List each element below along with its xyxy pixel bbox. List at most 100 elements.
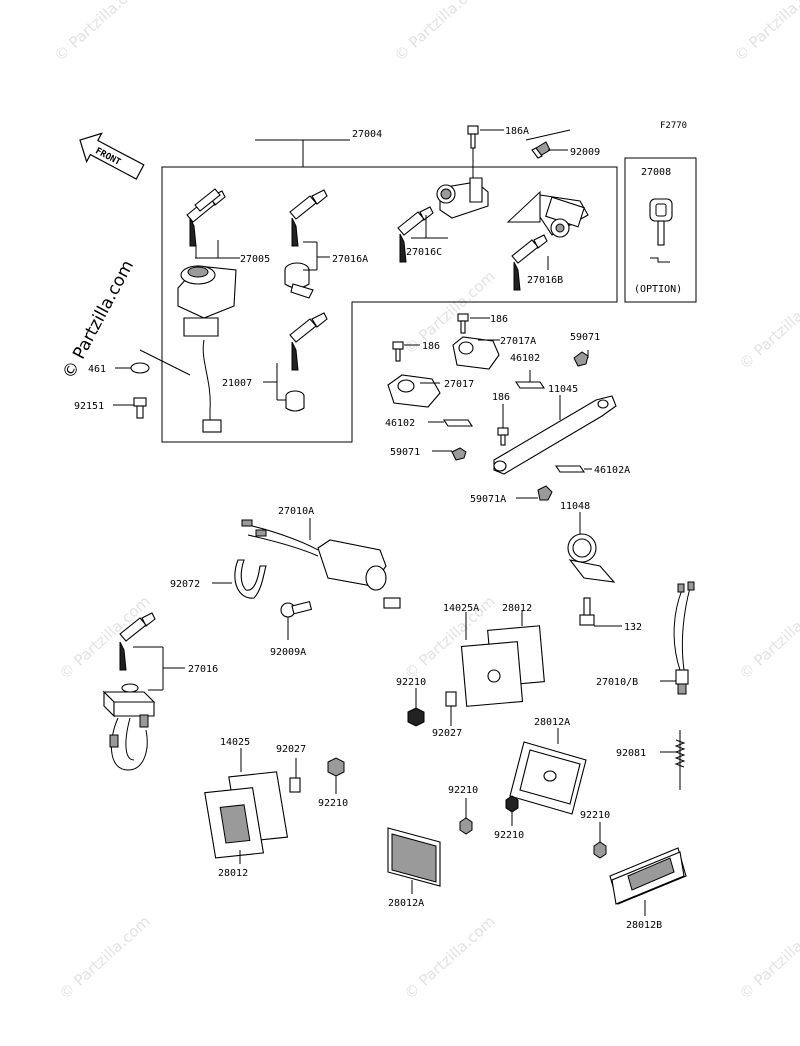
label-59071-b: 59071	[390, 447, 420, 458]
figure-code: F2770	[660, 121, 687, 131]
nut-icon	[593, 841, 607, 859]
long-bracket-icon	[493, 395, 617, 475]
front-arrow-icon: FRONT	[79, 132, 145, 180]
label-27008: 27008	[641, 167, 671, 178]
reflector-icon	[204, 771, 289, 859]
watermark-text: © Partzilla.com	[736, 592, 800, 683]
key-icon	[289, 312, 328, 371]
label-27004: 27004	[352, 129, 382, 140]
screw-icon	[280, 600, 313, 618]
switch-assembly-icon	[241, 519, 401, 609]
key-icon	[186, 188, 226, 247]
bolt-icon	[579, 597, 595, 626]
helmet-lock-icon	[539, 194, 589, 238]
label-186-b: 186	[422, 341, 440, 352]
label-21007: 21007	[222, 378, 252, 389]
switch-lead-icon	[673, 581, 695, 695]
label-92027-a: 92027	[432, 728, 462, 739]
label-92009A: 92009A	[270, 647, 306, 658]
watermark-text: © Partzilla.com	[51, 0, 149, 65]
watermark-text: © Partzilla.com	[731, 0, 800, 65]
reflector-icon	[609, 847, 687, 905]
nut-icon	[459, 817, 473, 835]
label-11048: 11048	[560, 501, 590, 512]
watermark-text: © Partzilla.com	[56, 912, 154, 1003]
label-27016C: 27016C	[406, 247, 442, 258]
reflector-icon	[460, 625, 545, 707]
key-icon	[511, 234, 548, 291]
spacer-icon	[445, 691, 457, 707]
label-28012B: 28012B	[626, 920, 662, 931]
watermark-text: © Partzilla.com	[401, 912, 499, 1003]
label-59071-a: 59071	[570, 332, 600, 343]
key-icon	[397, 206, 434, 263]
screw-icon	[531, 141, 551, 159]
label-92210-c: 92210	[318, 798, 348, 809]
label-92210-d: 92210	[494, 830, 524, 841]
washer-icon	[130, 362, 150, 374]
watermark-text: © Partzilla.com	[391, 0, 489, 65]
key-icon	[289, 189, 328, 247]
label-14025A: 14025A	[443, 603, 479, 614]
bolt-icon	[467, 125, 479, 149]
label-92210-a: 92210	[396, 677, 426, 688]
option-box	[624, 157, 697, 303]
spring-icon	[674, 730, 686, 790]
label-46102-a: 46102	[510, 353, 540, 364]
watermark-text: © Partzilla.com	[736, 282, 800, 373]
kit-27004-outline	[161, 166, 618, 443]
key-icon	[119, 612, 156, 671]
bracket-icon	[554, 465, 586, 473]
label-92027-b: 92027	[276, 744, 306, 755]
label-28012-b: 28012	[218, 868, 248, 879]
nut-icon	[407, 707, 425, 727]
label-27017: 27017	[444, 379, 474, 390]
label-46102A: 46102A	[594, 465, 630, 476]
bracket-icon	[442, 419, 474, 427]
label-14025: 14025	[220, 737, 250, 748]
mount-bracket-icon	[567, 533, 616, 583]
label-27010A: 27010A	[278, 506, 314, 517]
spacer-icon	[289, 777, 301, 793]
label-132: 132	[624, 622, 642, 633]
watermark-text: © Partzilla.com	[736, 912, 800, 1003]
label-186-c: 186	[492, 392, 510, 403]
ignition-switch-icon	[177, 265, 237, 433]
label-92009: 92009	[570, 147, 600, 158]
nut-icon	[505, 795, 519, 813]
label-186-a: 186	[490, 314, 508, 325]
label-28012A-b: 28012A	[388, 898, 424, 909]
bolt-icon	[497, 427, 509, 446]
label-27016B: 27016B	[527, 275, 563, 286]
label-11045: 11045	[548, 384, 578, 395]
label-28012A-a: 28012A	[534, 717, 570, 728]
clip-icon	[451, 447, 467, 461]
bolt-icon	[133, 397, 147, 419]
label-27016: 27016	[188, 664, 218, 675]
label-27010B: 27010/B	[596, 677, 638, 688]
clip-icon	[537, 485, 553, 501]
part-labels: 27004 186A 92009 27008 (OPTION) 27005 27…	[74, 126, 682, 931]
option-label: (OPTION)	[634, 284, 682, 295]
lock-housing-icon	[452, 336, 500, 370]
label-27017A: 27017A	[500, 336, 536, 347]
bolt-icon	[457, 313, 469, 334]
label-186A: 186A	[505, 126, 529, 137]
label-27005: 27005	[240, 254, 270, 265]
reflector-icon	[387, 827, 441, 887]
lock-housing-icon	[387, 374, 441, 408]
small-lock-icon	[285, 390, 305, 412]
reflector-icon	[509, 741, 587, 815]
nut-icon	[327, 757, 345, 777]
bolt-icon	[392, 341, 404, 362]
label-92072: 92072	[170, 579, 200, 590]
lock-assembly-icon	[102, 683, 156, 771]
label-92210-e: 92210	[580, 810, 610, 821]
clip-icon	[573, 351, 589, 367]
label-461: 461	[88, 364, 106, 375]
band-icon	[234, 559, 267, 599]
label-92210-b: 92210	[448, 785, 478, 796]
label-27016A: 27016A	[332, 254, 368, 265]
lock-cylinder-icon	[284, 262, 314, 299]
